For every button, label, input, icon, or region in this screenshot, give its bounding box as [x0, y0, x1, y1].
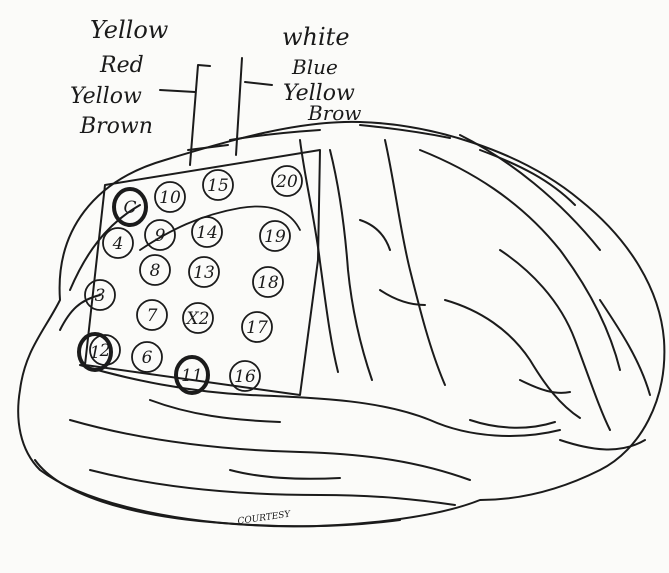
electrode-label: 6 — [142, 348, 153, 368]
electrode-label: 20 — [275, 172, 298, 192]
electrode-contact: 14 — [192, 217, 222, 247]
electrode-label: 3 — [95, 286, 106, 306]
electrode-label: 10 — [159, 188, 181, 208]
leader-lines — [160, 82, 272, 92]
electrode-label: 13 — [193, 263, 215, 283]
electrode-contact: 18 — [253, 267, 283, 297]
electrode-contact: 19 — [260, 221, 290, 251]
electrode-label: C — [123, 198, 136, 218]
electrode-contact: 11 — [176, 357, 208, 393]
electrode-contact: C — [114, 189, 146, 225]
electrode-contact: 4 — [103, 228, 133, 258]
electrode-contact: 6 — [132, 342, 162, 372]
electrode-contact: 20 — [272, 166, 302, 196]
label-left-2: Red — [99, 53, 144, 78]
electrode-contact: 7 — [137, 300, 167, 330]
label-left-1: Yellow — [90, 16, 169, 44]
label-right-1: white — [282, 23, 350, 51]
label-left-4: Brown — [79, 114, 153, 139]
electrode-contact: 16 — [230, 361, 260, 391]
electrode-label: 15 — [207, 176, 229, 196]
electrode-contact: 13 — [189, 257, 219, 287]
label-group-right: white Blue Yellow Brow — [282, 23, 361, 125]
electrode-label: 1 — [90, 343, 101, 363]
electrode-label: 4 — [112, 234, 124, 254]
electrode-contact: 3 — [85, 280, 115, 310]
electrode-label: 8 — [150, 261, 161, 281]
electrode-contact: 17 — [242, 312, 272, 342]
label-right-4: Brow — [307, 101, 361, 125]
electrode-label: 11 — [181, 366, 203, 386]
signature-text: COURTESY — [237, 510, 292, 527]
electrode-contact: 15 — [203, 170, 233, 200]
electrode-contact: 9 — [145, 220, 175, 250]
electrode-contact: 10 — [155, 182, 185, 212]
electrode-contact: 8 — [140, 255, 170, 285]
label-group-left: Yellow Red Yellow Brown — [70, 16, 169, 139]
electrode-label: 14 — [196, 223, 218, 243]
label-left-3: Yellow — [70, 84, 142, 109]
electrode-label: 9 — [155, 226, 166, 246]
electrode-label: 19 — [264, 227, 286, 247]
electrode-label: 17 — [246, 318, 268, 338]
electrode-label: 7 — [147, 306, 158, 326]
electrode-label: X2 — [185, 309, 210, 329]
electrode-label: 16 — [234, 367, 256, 387]
electrode-label: 18 — [257, 273, 279, 293]
electrode-contact: X2 — [183, 303, 213, 333]
label-right-2: Blue — [291, 55, 338, 79]
